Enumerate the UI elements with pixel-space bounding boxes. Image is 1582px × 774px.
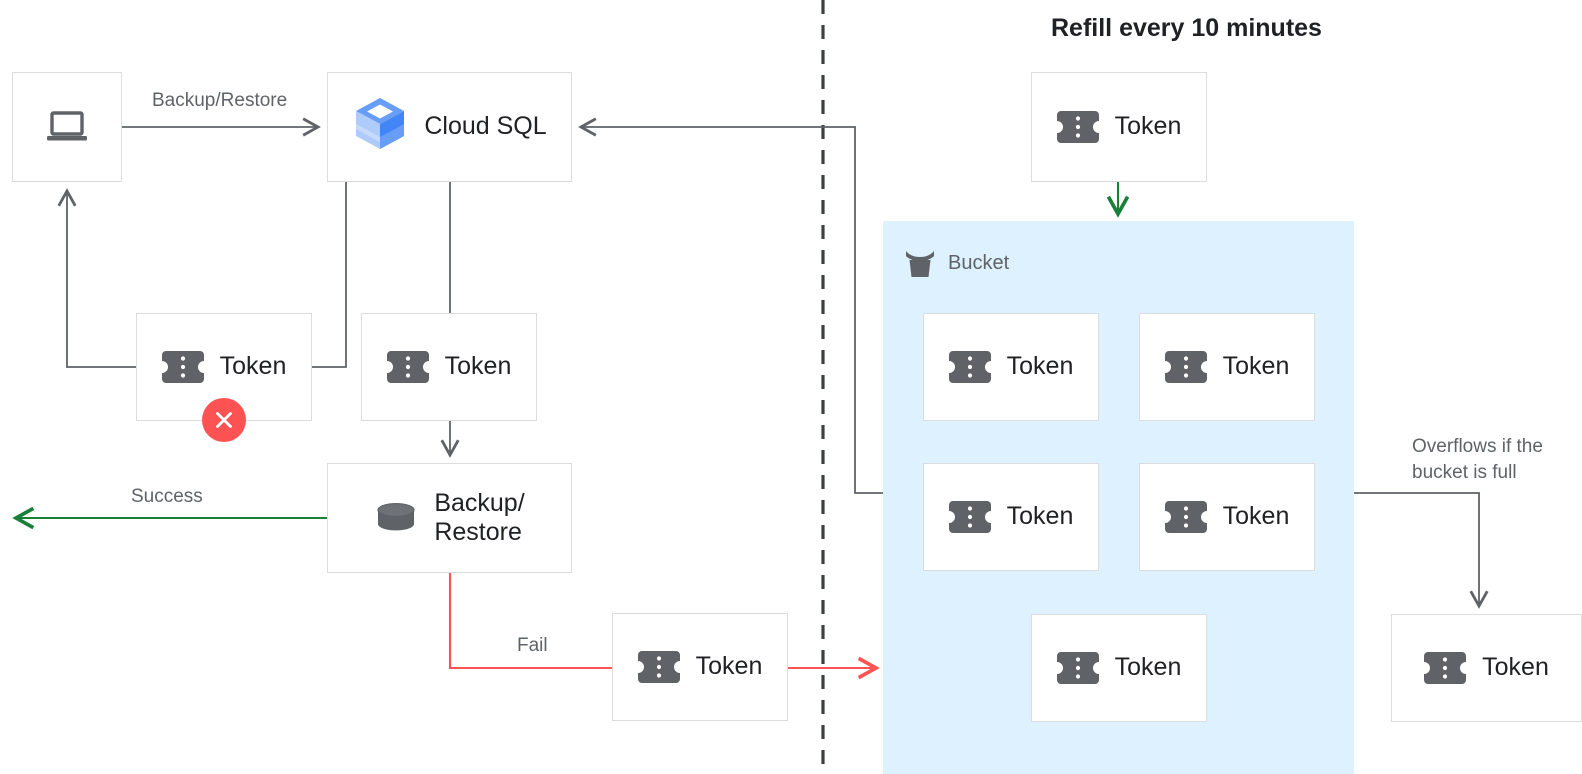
- node-token-overflow[interactable]: Token: [1391, 614, 1582, 722]
- edge-bucket-overflow: [1354, 492, 1489, 609]
- node-label-token-fail-out: Token: [695, 652, 763, 681]
- token-icon: [637, 649, 680, 685]
- node-token-bucket-1[interactable]: Token: [923, 313, 1099, 421]
- node-label-token-refill: Token: [1114, 112, 1182, 141]
- node-label-token-bucket-5: Token: [1114, 653, 1182, 682]
- node-label-token-bucket-1: Token: [1006, 352, 1074, 381]
- bucket-header: Bucket: [903, 247, 1009, 279]
- bucket-icon: [903, 247, 937, 279]
- node-label-cloudsql: Cloud SQL: [424, 112, 547, 141]
- token-icon: [1056, 650, 1099, 686]
- fail-label: Fail: [517, 635, 548, 656]
- node-token-refill[interactable]: Token: [1031, 72, 1207, 182]
- node-token-fail-out[interactable]: Token: [612, 613, 788, 721]
- node-label-backup-restore: Backup/ Restore: [434, 488, 525, 547]
- backup-restore-label: Backup/Restore: [152, 90, 288, 111]
- edge-bucket-to-cloudsql: [578, 117, 883, 494]
- close-icon: [216, 412, 232, 428]
- token-icon: [948, 499, 991, 535]
- node-token-fail-left[interactable]: Token: [136, 313, 312, 421]
- node-token-bucket-3[interactable]: Token: [923, 463, 1099, 571]
- token-icon: [1056, 109, 1099, 145]
- node-token-bucket-2[interactable]: Token: [1139, 313, 1315, 421]
- node-label-token-overflow: Token: [1482, 653, 1549, 682]
- overflow-label: Overflows if the bucket is full: [1412, 436, 1543, 483]
- page-title: Refill every 10 minutes: [1051, 14, 1322, 42]
- node-label-token-mid: Token: [444, 352, 512, 381]
- node-backup-restore[interactable]: Backup/ Restore: [327, 463, 572, 573]
- node-token-bucket-5[interactable]: Token: [1031, 614, 1207, 722]
- database-icon: [374, 500, 418, 536]
- node-label-token-bucket-4: Token: [1222, 502, 1290, 531]
- bucket-label: Bucket: [948, 251, 1010, 274]
- laptop-icon: [46, 110, 88, 144]
- node-label-token-fail-left: Token: [219, 352, 287, 381]
- node-label-token-bucket-3: Token: [1006, 502, 1074, 531]
- token-icon: [948, 349, 991, 385]
- token-icon: [1424, 650, 1467, 686]
- node-token-mid[interactable]: Token: [361, 313, 537, 421]
- node-token-bucket-4[interactable]: Token: [1139, 463, 1315, 571]
- error-badge: [202, 398, 246, 442]
- cloud-sql-icon: [352, 96, 408, 158]
- success-label: Success: [131, 486, 203, 507]
- token-icon: [1164, 349, 1207, 385]
- token-icon: [1164, 499, 1207, 535]
- node-label-token-bucket-2: Token: [1222, 352, 1290, 381]
- node-client[interactable]: [12, 72, 122, 182]
- token-icon: [386, 349, 429, 385]
- node-cloudsql[interactable]: Cloud SQL: [327, 72, 572, 182]
- token-icon: [161, 349, 204, 385]
